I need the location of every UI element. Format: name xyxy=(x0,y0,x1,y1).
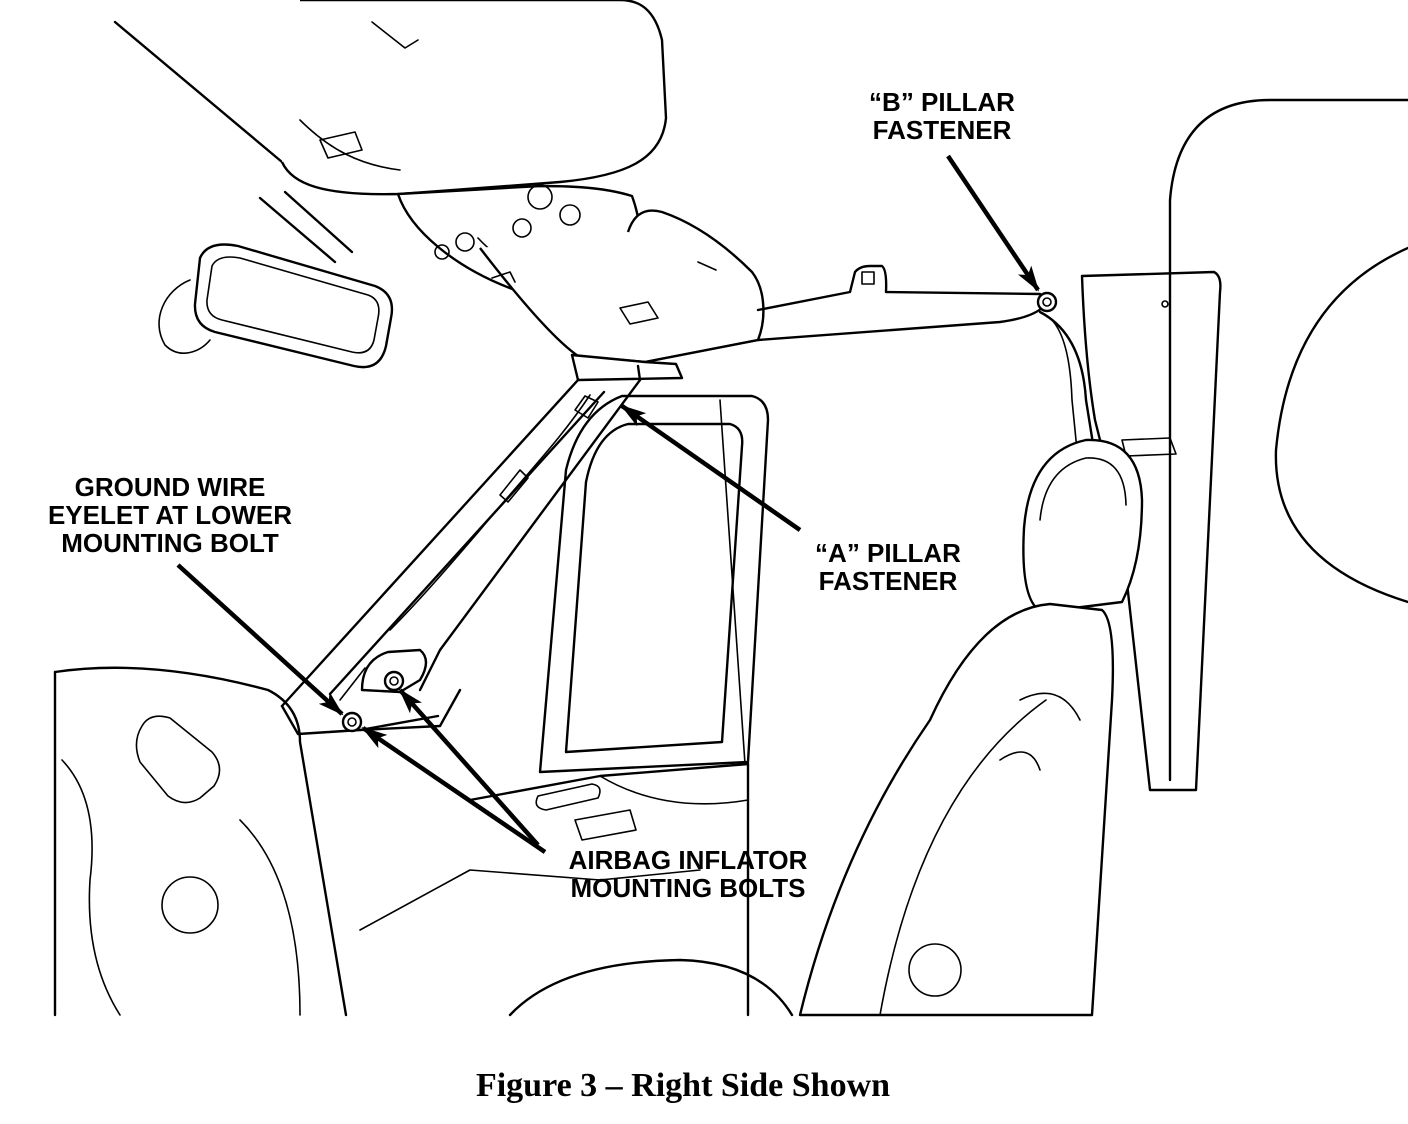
ground-wire-label: GROUND WIRE EYELET AT LOWER MOUNTING BOL… xyxy=(48,472,292,558)
figure-caption: Figure 3 – Right Side Shown xyxy=(476,1067,890,1104)
rear-quarter-trim xyxy=(1168,98,1408,782)
lower-mounting-bolt xyxy=(341,711,363,733)
rearview-mirror xyxy=(158,190,394,369)
airbag-label-line-1: AIRBAG INFLATOR xyxy=(569,845,808,875)
airbag-inflator xyxy=(339,648,428,701)
a-pillar-label-line-1: “A” PILLAR xyxy=(815,538,961,568)
door-panel-lower xyxy=(359,762,750,1017)
b-pillar-label: “B” PILLAR FASTENER xyxy=(869,87,1015,145)
front-seat xyxy=(798,438,1144,1017)
airbag-label: AIRBAG INFLATOR MOUNTING BOLTS xyxy=(569,845,808,903)
a-pillar-label-line-2: FASTENER xyxy=(819,566,958,596)
b-pillar-label-line-2: FASTENER xyxy=(873,115,1012,145)
headliner-front xyxy=(479,209,765,364)
a-pillar-label: “A” PILLAR FASTENER xyxy=(815,538,961,596)
airbag-label-line-2: MOUNTING BOLTS xyxy=(571,873,806,903)
ground-wire-label-line-3: MOUNTING BOLT xyxy=(61,528,279,558)
b-pillar-arrow xyxy=(946,154,1040,292)
overhead-console xyxy=(113,0,668,196)
a-pillar-arrow xyxy=(620,404,802,532)
airbag-lower-bolt-arrow xyxy=(361,726,547,854)
b-pillar-label-line-1: “B” PILLAR xyxy=(869,87,1015,117)
door-window-frame xyxy=(538,394,770,774)
headliner-side-rail xyxy=(643,264,1044,364)
upper-mounting-bolt xyxy=(383,670,405,692)
b-pillar-fastener xyxy=(1036,291,1058,313)
seat-cushion-edge xyxy=(508,958,794,1017)
ground-wire-arrow xyxy=(176,563,344,716)
a-pillar-trim xyxy=(280,353,684,708)
ground-wire-label-line-1: GROUND WIRE xyxy=(75,472,266,502)
ground-wire-label-line-2: EYELET AT LOWER xyxy=(48,500,292,530)
airbag-upper-bolt-arrow xyxy=(398,688,540,847)
dashboard xyxy=(53,666,348,1017)
